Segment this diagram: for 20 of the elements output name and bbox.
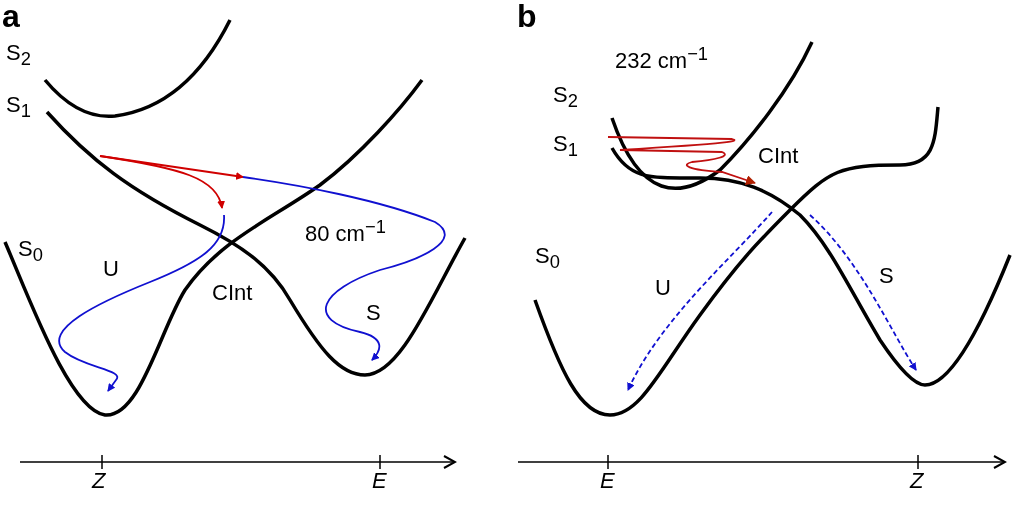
frequency-label: 80 cm$^{−1}$ (305, 218, 386, 246)
axis-tick-label: Z (910, 470, 924, 492)
state-label: S$_{0}$ (18, 238, 43, 265)
pathway-label: U (655, 277, 671, 299)
state-label: S$_{1}$ (6, 94, 31, 121)
axis-tick-label: E (600, 470, 615, 492)
pathway-label: S (366, 302, 381, 324)
axis-tick-label: E (372, 470, 387, 492)
axis-tick-label: Z (92, 470, 106, 492)
panel-letter: b (517, 0, 537, 32)
panel-letter: a (2, 0, 20, 32)
frequency-label: 232 cm$^{−1}$ (615, 45, 709, 73)
state-label: S$_{2}$ (6, 42, 31, 69)
pathway-label: U (103, 258, 119, 280)
pathway-label: S (879, 265, 894, 287)
state-label: S$_{2}$ (553, 84, 578, 111)
state-label: S$_{1}$ (553, 133, 578, 160)
intersection-label: CInt (212, 282, 253, 304)
intersection-label: CInt (758, 145, 799, 167)
state-label: S$_{0}$ (535, 245, 560, 272)
